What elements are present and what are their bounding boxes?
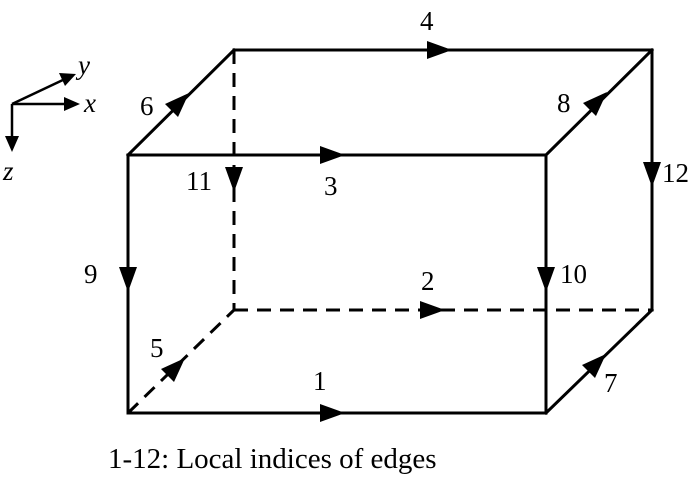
edge-10-label: 10: [560, 259, 587, 289]
edge-8-arrow: [583, 92, 607, 116]
axis-triad: x y z: [2, 50, 96, 186]
edge-8-label: 8: [557, 88, 571, 118]
edge-5-label: 5: [150, 333, 164, 363]
edge-2-arrow: [420, 301, 445, 319]
edge-7-label: 7: [604, 368, 618, 398]
y-axis-label: y: [75, 50, 90, 80]
edge-6-label: 6: [140, 91, 154, 121]
edge-4-arrow: [427, 41, 452, 59]
edge-11-label: 11: [186, 166, 212, 196]
edge-1-label: 1: [313, 366, 327, 396]
box-edges: [125, 47, 655, 416]
edge-1-arrow: [320, 404, 345, 422]
edge-6-arrow: [165, 93, 189, 117]
z-axis-label: z: [2, 156, 14, 186]
z-axis-arrow: [5, 136, 19, 152]
edge-9-arrow: [119, 267, 137, 292]
y-axis-arrow: [59, 73, 76, 86]
edge-7-arrow: [582, 354, 606, 378]
edge-10-arrow: [537, 267, 555, 292]
edge-9-label: 9: [84, 259, 98, 289]
edge-3-label: 3: [324, 171, 338, 201]
edge-3-arrow: [320, 146, 345, 164]
figure-caption: 1-12: Local indices of edges: [108, 443, 437, 475]
edge-2-label: 2: [421, 266, 435, 296]
x-axis-label: x: [83, 88, 96, 118]
edge-12-arrow: [643, 162, 661, 187]
edge-4-label: 4: [420, 6, 434, 36]
edge-arrows: [119, 41, 661, 422]
edge-labels: 1 2 3 4 5 6 7 8 9 10 11 12: [84, 6, 689, 398]
y-axis-line: [11, 77, 66, 106]
edge-5-arrow: [161, 358, 185, 382]
edge-11-arrow: [225, 167, 243, 192]
x-axis-arrow: [64, 97, 80, 111]
edge-12-label: 12: [662, 158, 689, 188]
